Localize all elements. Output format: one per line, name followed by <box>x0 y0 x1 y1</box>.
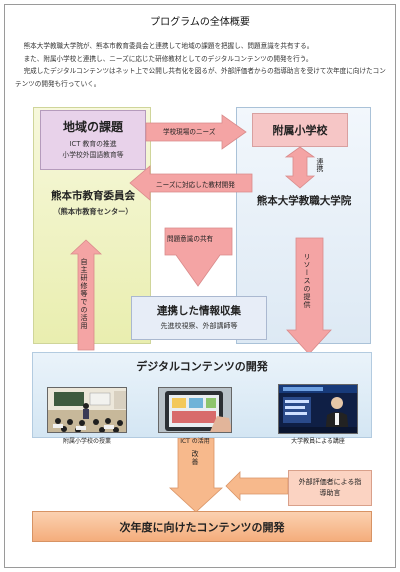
problem-sharing-label: 問題意識の共有 <box>167 235 214 243</box>
info-collection-box: 連携した情報収集 先進校視察、外部講師等 <box>131 296 267 340</box>
needs-label: 学校現場のニーズ <box>163 128 216 136</box>
next-year-development-box: 次年度に向けたコンテンツの開発 <box>32 511 372 542</box>
regional-issues-box: 地域の課題 ICT 教育の推進 小学校外国語教育等 <box>40 110 146 170</box>
lecture-image <box>279 385 357 433</box>
external-advice-arrow <box>225 471 289 501</box>
info-collection-heading: 連携した情報収集 <box>157 305 241 317</box>
regional-issues-heading: 地域の課題 <box>62 120 123 134</box>
classroom-photo <box>47 387 127 433</box>
intro-paragraph-3: 完成したデジタルコンテンツはネット上で公開し共有化を図るが、外部評価者からの指導… <box>15 67 386 88</box>
materials-arrow <box>129 165 253 201</box>
improvement-label: 改善 <box>191 450 199 466</box>
board-of-education-name: 熊本市教育委員会 <box>51 190 135 202</box>
classroom-image <box>48 388 126 432</box>
external-evaluator-line1: 外部評価者による指 <box>298 478 362 486</box>
resource-arrow <box>286 237 332 355</box>
needs-arrow <box>145 114 247 150</box>
external-evaluator-line2: 導助言 <box>319 489 341 497</box>
info-collection-sub: 先進校視察、外部講師等 <box>160 322 238 330</box>
problem-sharing-arrow <box>164 227 233 287</box>
external-evaluator-box: 外部評価者による指 導助言 <box>288 470 372 506</box>
ict-caption: ICT の活用 <box>180 438 210 445</box>
renkei-label: 連携 <box>316 158 324 172</box>
renkei-arrow <box>284 146 316 189</box>
resource-label: リソースの提供 <box>303 253 311 309</box>
ict-photo <box>158 387 232 433</box>
self-study-label: 自主研修等での活用 <box>80 258 88 330</box>
regional-issue-ict: ICT 教育の推進 <box>69 140 117 148</box>
classroom-caption: 附属小学校の授業 <box>62 438 111 445</box>
digital-contents-heading: デジタルコンテンツの開発 <box>136 360 268 373</box>
board-of-education-sub: （熊本市教育センター） <box>53 207 133 216</box>
materials-label: ニーズに対応した教材開発 <box>156 181 235 189</box>
lecture-photo <box>278 384 358 434</box>
tablet-image <box>159 388 231 432</box>
improvement-arrow <box>168 437 224 513</box>
intro-paragraph-1: 熊本大学教職大学院が、熊本市教育委員会と連携して地域の課題を把握し、問題意識を共… <box>23 42 314 50</box>
university-name: 熊本大学教職大学院 <box>256 195 352 207</box>
lecture-caption: 大学教員による講座 <box>291 438 345 445</box>
regional-issue-english: 小学校外国語教育等 <box>62 151 124 159</box>
page-title: プログラムの全体概要 <box>150 17 250 28</box>
affiliated-school-box: 附属小学校 <box>252 113 348 147</box>
intro-paragraph-2: また、附属小学校と連携し、ニーズに応じた研修教材としてのデジタルコンテンツの開発… <box>23 54 313 63</box>
intro-text: 熊本大学教職大学院が、熊本市教育委員会と連携して地域の課題を把握し、問題意識を共… <box>15 40 387 90</box>
self-study-arrow <box>69 239 103 351</box>
